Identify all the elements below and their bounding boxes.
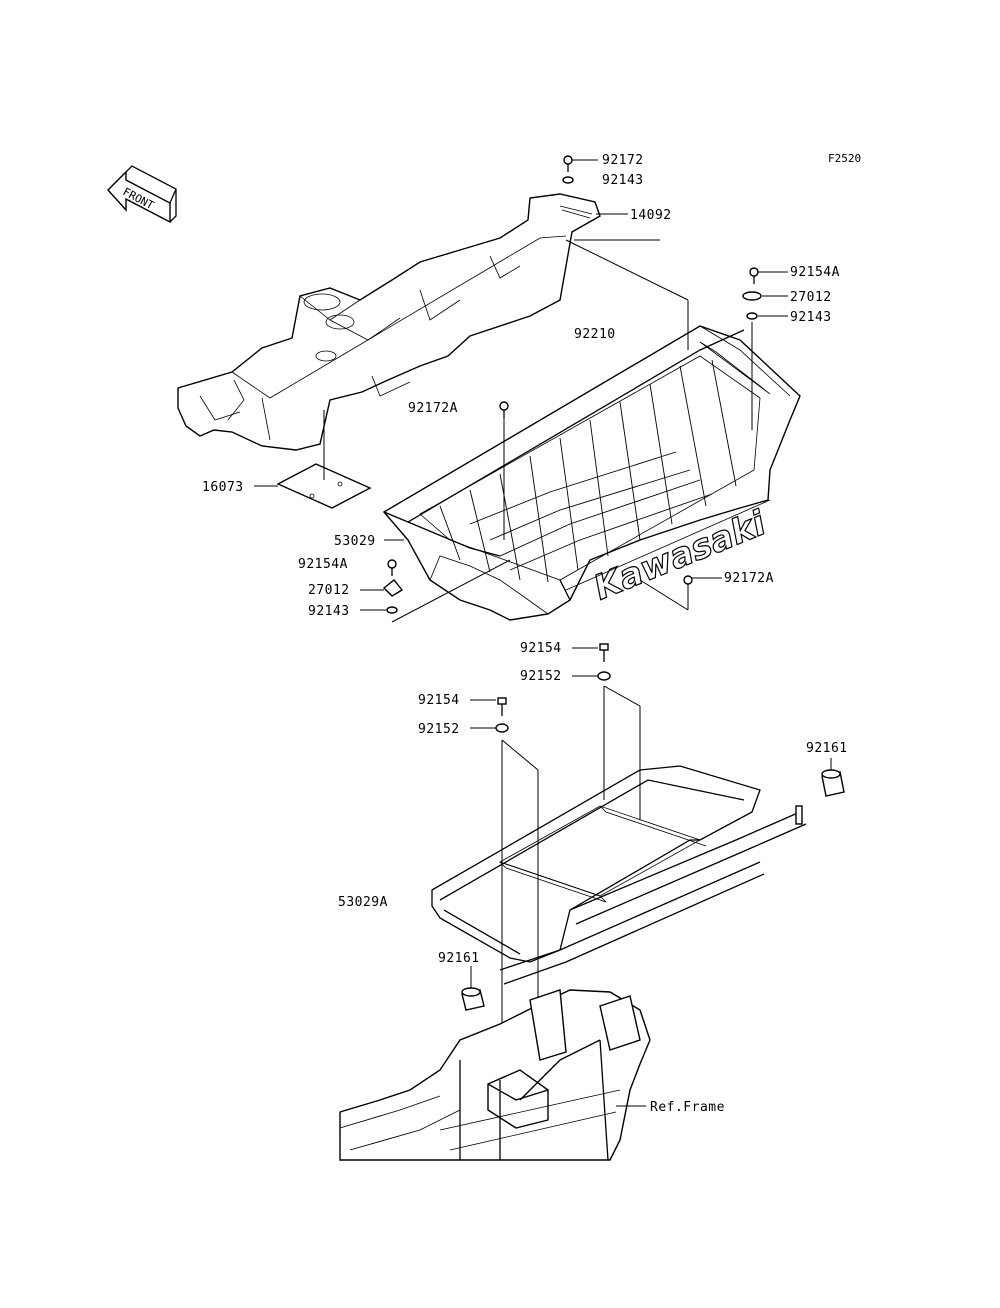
label-92154-right: 92154 bbox=[520, 641, 562, 656]
bolt-92154-right-icon bbox=[599, 643, 609, 662]
bushing-92161-right-icon bbox=[821, 769, 845, 797]
bolt-92154A-right-icon bbox=[749, 267, 759, 284]
front-arrow-icon: FRONT bbox=[107, 165, 177, 224]
label-92172: 92172 bbox=[602, 153, 644, 168]
bolt-92154A-left-icon bbox=[387, 559, 397, 576]
label-27012-left: 27012 bbox=[308, 583, 350, 598]
label-92172A-left: 92172A bbox=[408, 401, 458, 416]
label-92143-right: 92143 bbox=[790, 310, 832, 325]
label-92172A-right: 92172A bbox=[724, 571, 774, 586]
washer-92143-right-icon bbox=[746, 312, 758, 320]
label-92210: 92210 bbox=[574, 327, 616, 342]
label-14092: 14092 bbox=[630, 208, 672, 223]
label-92161-left: 92161 bbox=[438, 951, 480, 966]
cargo-bed-part bbox=[382, 325, 801, 621]
bolt-92172A-right-icon bbox=[683, 575, 693, 585]
label-92154A-right: 92154A bbox=[790, 265, 840, 280]
upper-cover-part bbox=[177, 193, 601, 451]
washer-92143-left-icon bbox=[386, 606, 398, 614]
figure-code: F2520 bbox=[828, 152, 861, 165]
bolt-92172A-left-icon bbox=[499, 401, 509, 418]
label-ref-frame: Ref.Frame bbox=[650, 1100, 725, 1115]
label-92152-right: 92152 bbox=[520, 669, 562, 684]
label-group: 92172 92143 14092 92154A 27012 92143 922… bbox=[202, 153, 848, 1115]
label-53029: 53029 bbox=[334, 534, 376, 549]
label-92161-right: 92161 bbox=[806, 741, 848, 756]
washer-92143-top-icon bbox=[562, 176, 574, 184]
bolt-92172-icon bbox=[563, 155, 573, 172]
bed-frame-part bbox=[431, 765, 807, 985]
label-27012-right: 27012 bbox=[790, 290, 832, 305]
nut-92152-right-icon bbox=[597, 671, 611, 681]
bushing-92161-left-icon bbox=[461, 987, 485, 1011]
label-16073: 16073 bbox=[202, 480, 244, 495]
clip-27012-left-icon bbox=[382, 579, 404, 597]
clip-27012-right-icon bbox=[742, 291, 762, 301]
label-92154-left: 92154 bbox=[418, 693, 460, 708]
label-92152-left: 92152 bbox=[418, 722, 460, 737]
chassis-frame-part bbox=[339, 989, 651, 1161]
nut-92152-left-icon bbox=[495, 723, 509, 733]
label-92143-left: 92143 bbox=[308, 604, 350, 619]
label-53029A: 53029A bbox=[338, 895, 388, 910]
label-92154A-left: 92154A bbox=[298, 557, 348, 572]
bolt-92154-left-icon bbox=[497, 697, 507, 716]
pad-part bbox=[276, 410, 372, 509]
label-92143-top: 92143 bbox=[602, 173, 644, 188]
